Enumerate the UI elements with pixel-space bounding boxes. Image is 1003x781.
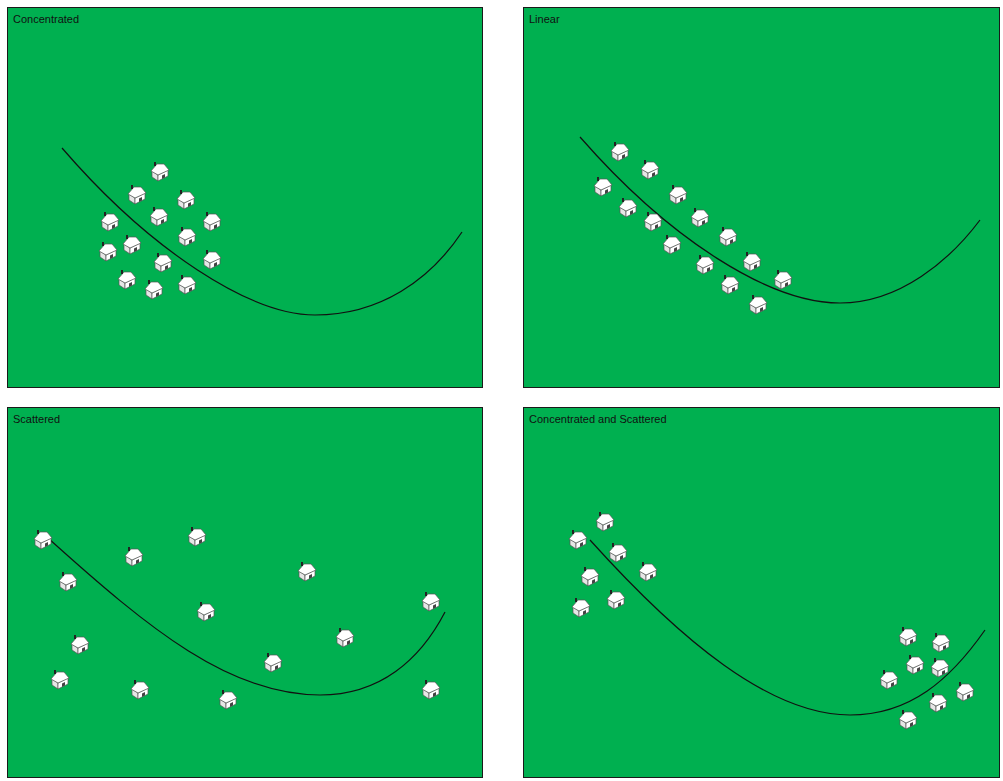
panel-title: Scattered [13,413,60,426]
settlement-panel: Linear [523,7,1000,388]
panel-title: Concentrated [13,13,79,26]
settlement-panel: Concentrated and Scattered [523,407,1000,778]
houses [594,142,792,314]
ground [523,7,1000,388]
settlement-panel: Concentrated [7,7,483,388]
settlement-panel: Scattered [7,407,483,778]
ground [523,407,1000,778]
panel-title: Linear [529,13,560,26]
ground [7,407,483,778]
houses [34,527,440,709]
houses [569,512,974,729]
ground [7,7,483,388]
road [48,137,985,715]
panel-title: Concentrated and Scattered [529,413,667,426]
houses [99,162,221,299]
